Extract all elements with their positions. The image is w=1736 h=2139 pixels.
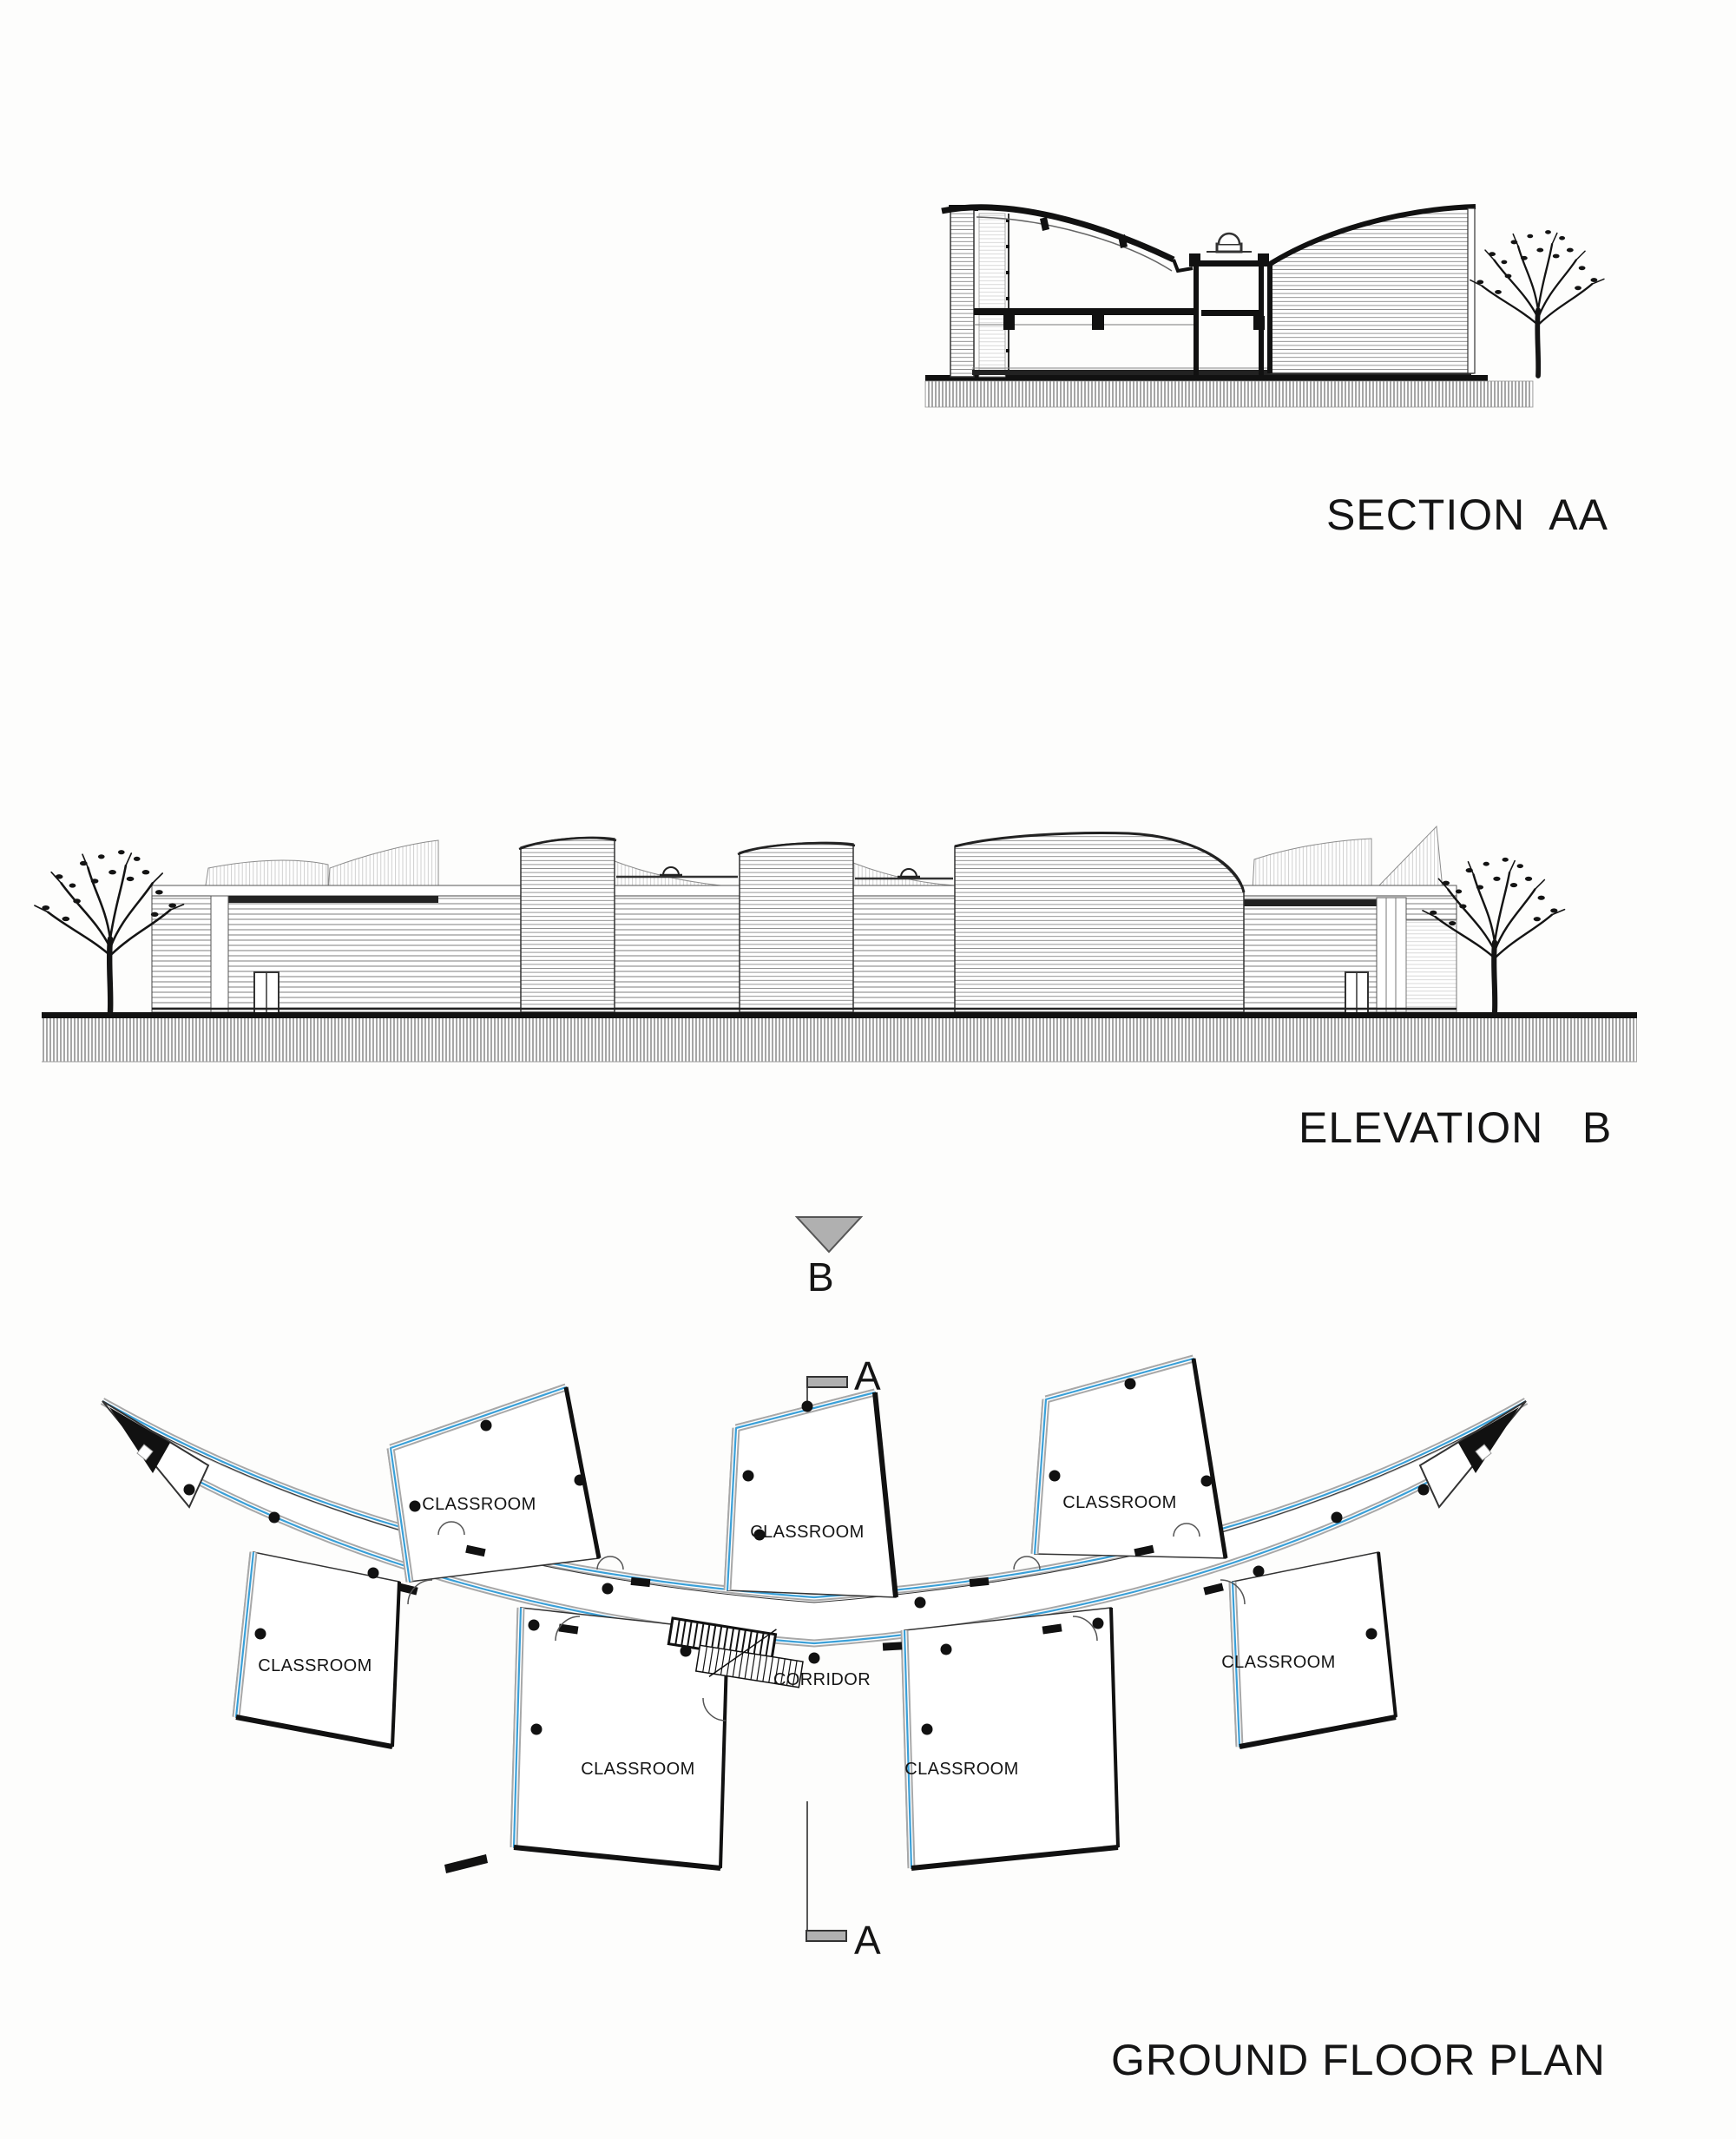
section-tower-roof [1189,260,1269,267]
elevation-doors [253,971,1369,1014]
room-label-classroom: CLASSROOM [1221,1653,1336,1672]
classroom-wings [235,1358,1397,1869]
elevation-tall-volumes [518,832,1246,1013]
staircase [667,1616,804,1688]
plan-title: GROUND FLOOR PLAN [1111,2036,1606,2084]
wing-end-caps [102,1400,1527,1509]
marker-a-bottom-label: A [854,1918,881,1963]
room-label-classroom: CLASSROOM [904,1760,1019,1779]
elevation-ground-line [42,1012,1637,1018]
door-swing-arcs [407,1521,1246,1721]
elevation-b-marker-triangle-icon [794,1216,864,1254]
ground-floor-plan-drawing [102,1216,1527,1942]
solid-walls [235,1358,1397,1871]
elevation-roof-wedges [204,825,1443,892]
room-label-classroom: CLASSROOM [581,1760,695,1779]
section-ground-line [925,375,1488,381]
section-right-volume [1270,207,1474,374]
room-label-classroom: CLASSROOM [1062,1493,1177,1512]
room-label-classroom: CLASSROOM [422,1495,536,1514]
roof-lantern-icon [896,867,922,879]
section-floor-slab [974,308,1196,315]
section-lantern-dome [1217,232,1241,245]
section-lantern-base [1215,242,1243,253]
section-aa-drawing [924,204,1604,408]
section-left-roof [941,204,1175,263]
section-a-marker-bottom [806,1801,847,1942]
section-left-wall [950,207,975,378]
roof-lantern-icon [658,865,684,877]
section-title: SECTION AA [1326,490,1608,539]
section-ground-hatch [924,380,1534,408]
room-label-classroom: CLASSROOM [750,1523,865,1542]
corridor-label: CORRIDOR [773,1670,871,1689]
section-right-roof [1266,204,1476,268]
elevation-ground-hatch [42,1018,1637,1062]
room-label-classroom: CLASSROOM [258,1656,372,1675]
tree-icon [1470,230,1604,376]
marker-a-top-label: A [854,1353,881,1399]
marker-b-label: B [807,1254,834,1300]
elevation-b-drawing [35,825,1637,1063]
column-dots [183,1378,1430,1735]
elevation-title: ELEVATION B [1299,1103,1613,1152]
